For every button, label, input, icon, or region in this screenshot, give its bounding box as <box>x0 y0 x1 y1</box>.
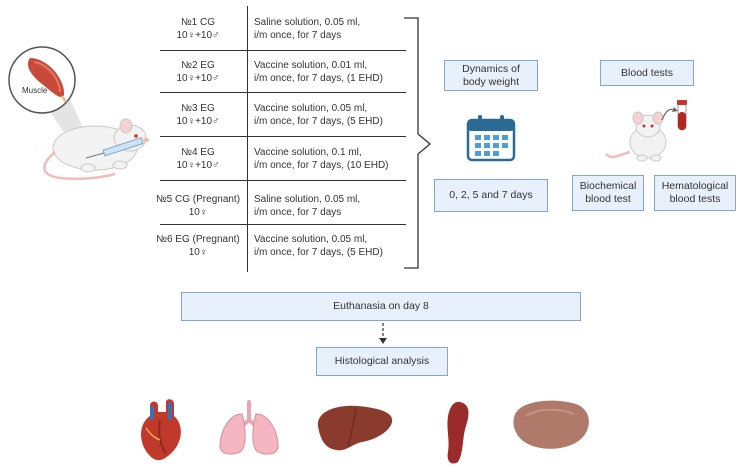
histology-box: Histological analysis <box>316 347 448 376</box>
group-name: №1 CG <box>180 17 216 28</box>
group-name: №5 CG (Pregnant) <box>155 194 241 205</box>
days-box: 0, 2, 5 and 7 days <box>434 179 548 212</box>
treatment-row-4: Vaccine solution, 0.1 ml, i/m once, for … <box>254 146 414 172</box>
row-separator-4 <box>160 180 406 181</box>
treatment-row-1: Saline solution, 0.05 ml, i/m once, for … <box>254 16 414 42</box>
group-row-5: №5 CG (Pregnant) 10♀ <box>150 193 246 219</box>
group-row-3: №3 EG 10♀+10♂ <box>150 102 246 128</box>
dashed-arrow <box>379 323 387 344</box>
hematological-line: Hematological <box>661 180 729 192</box>
biochemical-line: blood test <box>585 193 631 205</box>
mouse-injection-illustration <box>8 46 149 181</box>
group-name: №3 EG <box>181 103 215 114</box>
hematological-line: blood tests <box>669 193 721 205</box>
treatment-row-6: Vaccine solution, 0.05 ml, i/m once, for… <box>254 233 414 259</box>
treatment-line: Vaccine solution, 0.01 ml, <box>254 60 368 71</box>
group-sex: 10♀+10♂ <box>176 30 220 41</box>
row-separator-2 <box>160 92 406 93</box>
biochemical-test-box: Biochemical blood test <box>572 175 644 211</box>
group-row-1: №1 CG 10♀+10♂ <box>150 16 246 42</box>
group-sex: 10♀ <box>188 207 208 218</box>
treatment-line: i/m once, for 7 days, (5 EHD) <box>254 247 383 258</box>
table-divider <box>247 6 248 272</box>
treatment-line: Vaccine solution, 0.1 ml, <box>254 147 362 158</box>
muscle-label: Muscle <box>22 86 48 95</box>
treatment-line: Saline solution, 0.05 ml, <box>254 17 361 28</box>
treatment-line: i/m once, for 7 days <box>254 207 342 218</box>
treatment-line: i/m once, for 7 days, (5 EHD) <box>254 116 383 127</box>
treatment-line: i/m once, for 7 days <box>254 30 342 41</box>
lungs-icon <box>219 400 279 455</box>
treatment-row-3: Vaccine solution, 0.05 ml, i/m once, for… <box>254 102 414 128</box>
rat-blood-sample-illustration <box>605 100 687 162</box>
group-row-4: №4 EG 10♀+10♂ <box>150 146 246 172</box>
group-sex: 10♀ <box>188 247 208 258</box>
grouping-bracket <box>404 17 432 269</box>
liver-icon <box>317 405 393 451</box>
group-sex: 10♀+10♂ <box>176 160 220 171</box>
treatment-row-5: Saline solution, 0.05 ml, i/m once, for … <box>254 193 414 219</box>
group-row-6: №6 EG (Pregnant) 10♀ <box>150 233 246 259</box>
treatment-line: i/m once, for 7 days, (1 EHD) <box>254 73 383 84</box>
group-sex: 10♀+10♂ <box>176 73 220 84</box>
treatment-line: i/m once, for 7 days, (10 EHD) <box>254 160 389 171</box>
spleen-icon <box>447 401 469 464</box>
euthanasia-box: Euthanasia on day 8 <box>181 292 581 321</box>
blood-tests-box: Blood tests <box>600 60 694 86</box>
treatment-row-2: Vaccine solution, 0.01 ml, i/m once, for… <box>254 59 414 85</box>
calendar-icon <box>466 115 516 162</box>
treatment-line: Saline solution, 0.05 ml, <box>254 194 361 205</box>
biochemical-line: Biochemical <box>579 180 637 192</box>
treatment-line: Vaccine solution, 0.05 ml, <box>254 234 368 245</box>
group-name: №2 EG <box>181 60 215 71</box>
hematological-test-box: Hematological blood tests <box>654 175 736 211</box>
group-row-2: №2 EG 10♀+10♂ <box>150 59 246 85</box>
body-weight-box: Dynamics of body weight <box>444 60 538 91</box>
group-sex: 10♀+10♂ <box>176 116 220 127</box>
kidney-icon <box>513 400 589 449</box>
row-separator-1 <box>160 50 406 51</box>
row-separator-3 <box>160 136 406 137</box>
body-weight-title-line: Dynamics of <box>462 62 520 75</box>
row-separator-5 <box>160 224 406 225</box>
body-weight-title-line: body weight <box>462 75 520 88</box>
group-name: №6 EG (Pregnant) <box>156 234 240 245</box>
group-name: №4 EG <box>181 147 215 158</box>
heart-icon <box>141 399 181 461</box>
treatment-line: Vaccine solution, 0.05 ml, <box>254 103 368 114</box>
